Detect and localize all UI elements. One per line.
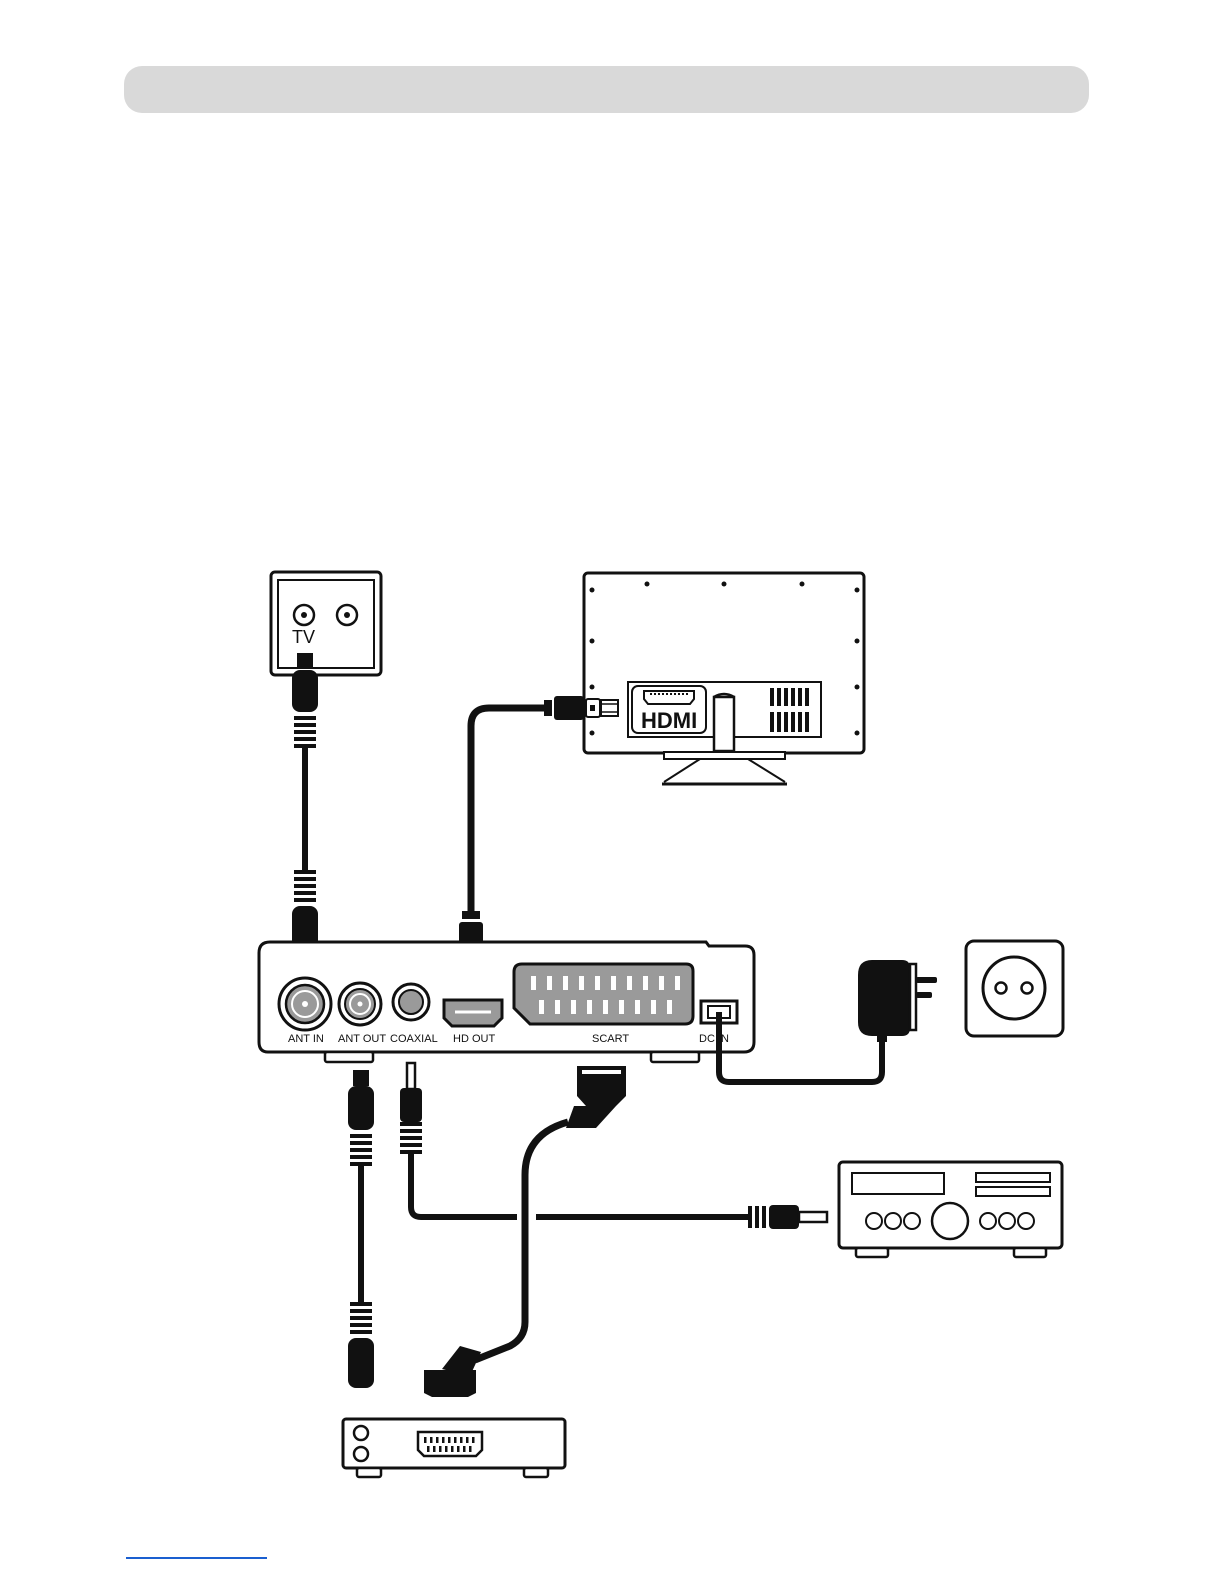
- ant-out-port[interactable]: [339, 983, 381, 1025]
- hd-out-port[interactable]: [444, 1000, 502, 1026]
- scart-cable: [424, 1066, 626, 1397]
- scart-label: SCART: [592, 1033, 629, 1045]
- power-adapter-icon: [858, 960, 937, 1042]
- receiver-rear-panel: ANT IN ANT OUT COAXIAL HD OUT: [259, 942, 754, 1062]
- dc-in-label: DC IN: [699, 1033, 729, 1045]
- tv-monitor-icon: HDMI: [584, 573, 864, 784]
- antenna-out-cable: [348, 1070, 374, 1388]
- coaxial-port[interactable]: [393, 984, 429, 1020]
- vcr-recorder-icon: [343, 1419, 565, 1477]
- power-outlet-icon: [966, 941, 1063, 1036]
- scart-port[interactable]: [514, 964, 693, 1024]
- antenna-wall-socket-icon: TV: [271, 572, 381, 675]
- ant-in-port[interactable]: [279, 978, 331, 1030]
- tv-hdmi-label: HDMI: [641, 708, 697, 733]
- audio-amplifier-icon: [839, 1162, 1062, 1257]
- footer-rule: [126, 1557, 267, 1559]
- ant-in-label: ANT IN: [288, 1033, 324, 1045]
- ant-out-label: ANT OUT: [338, 1033, 386, 1045]
- coaxial-label: COAXIAL: [390, 1033, 438, 1045]
- wall-socket-label: TV: [292, 627, 315, 647]
- hd-out-label: HD OUT: [453, 1033, 495, 1045]
- antenna-cable: [292, 653, 318, 973]
